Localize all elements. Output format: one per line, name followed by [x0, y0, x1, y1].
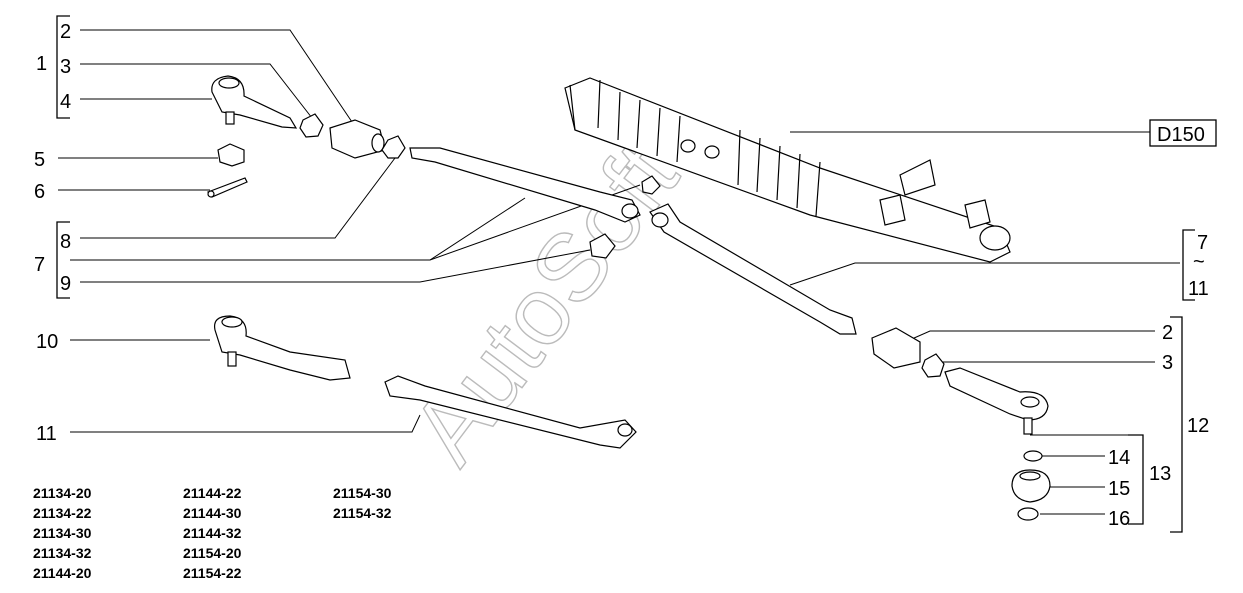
- lock-nut-3: [299, 113, 324, 138]
- model-code: 21144-32: [183, 525, 242, 541]
- model-code: 21134-22: [33, 505, 92, 521]
- callout-16: 16: [1108, 508, 1130, 530]
- tie-rod-end-4: [211, 75, 298, 129]
- model-code: 21144-20: [33, 565, 92, 581]
- model-codes-col3: 21154-30 21154-32: [333, 483, 391, 523]
- callout-2-right: 2: [1162, 322, 1173, 344]
- bracket-1: [56, 15, 70, 119]
- coupling-sleeve-2-right: [871, 327, 921, 369]
- bracket-12: [1170, 316, 1183, 533]
- callout-3: 3: [60, 56, 71, 78]
- inner-tie-rod-8: [381, 135, 641, 223]
- callout-11: 11: [36, 423, 57, 445]
- model-code: 21134-32: [33, 545, 92, 561]
- range-tilde: ~: [1193, 251, 1205, 273]
- outer-tie-rod-right: [649, 203, 857, 335]
- model-code: 21144-22: [183, 485, 242, 501]
- tie-rod-end-right: [944, 367, 1049, 435]
- model-code: 21154-32: [333, 505, 392, 521]
- model-codes-col2: 21144-22 21144-30 21144-32 21154-20 2115…: [183, 483, 241, 583]
- coupling-sleeve-2: [329, 119, 386, 159]
- callout-3-right: 3: [1162, 352, 1173, 374]
- callout-15: 15: [1108, 478, 1130, 500]
- callout-2: 2: [60, 21, 71, 43]
- ring-16: [1017, 507, 1039, 521]
- callout-5: 5: [34, 149, 45, 171]
- boot-15: [1011, 469, 1051, 503]
- washer-14: [1023, 450, 1043, 462]
- callout-4: 4: [60, 91, 71, 113]
- bracket-13: [1128, 434, 1144, 525]
- leader-lines-left: [58, 29, 641, 433]
- ref-box: D150: [1149, 119, 1217, 147]
- model-code: 21154-30: [333, 485, 392, 501]
- callout-14: 14: [1108, 447, 1130, 469]
- callout-10: 10: [36, 331, 58, 353]
- model-code: 21144-30: [183, 505, 242, 521]
- model-codes-col1: 21134-20 21134-22 21134-30 21134-32 2114…: [33, 483, 91, 583]
- ref-box-label: D150: [1157, 124, 1205, 146]
- tie-rod-assembly-10: [213, 315, 351, 381]
- tie-rod-11: [384, 375, 637, 449]
- bracket-7-11: [1182, 229, 1195, 301]
- nut-5: [217, 143, 245, 167]
- callout-12: 12: [1187, 415, 1209, 437]
- range-top: 7: [1197, 232, 1208, 254]
- steering-rack: [564, 77, 1011, 263]
- leader-7-11: [789, 262, 1180, 286]
- callout-9: 9: [60, 273, 71, 295]
- lock-nut-3-right: [921, 353, 945, 378]
- model-code: 21154-20: [183, 545, 242, 561]
- callout-7: 7: [34, 254, 45, 276]
- range-bottom: 11: [1188, 278, 1209, 300]
- model-code: 21154-22: [183, 565, 242, 581]
- model-code: 21134-30: [33, 525, 92, 541]
- callout-13: 13: [1149, 463, 1171, 485]
- bushing-9: [589, 175, 661, 259]
- callout-6: 6: [34, 181, 45, 203]
- model-code: 21134-20: [33, 485, 92, 501]
- callout-1: 1: [36, 53, 47, 75]
- cotter-pin-6: [207, 177, 248, 198]
- bracket-7: [56, 221, 70, 299]
- callout-8: 8: [60, 231, 71, 253]
